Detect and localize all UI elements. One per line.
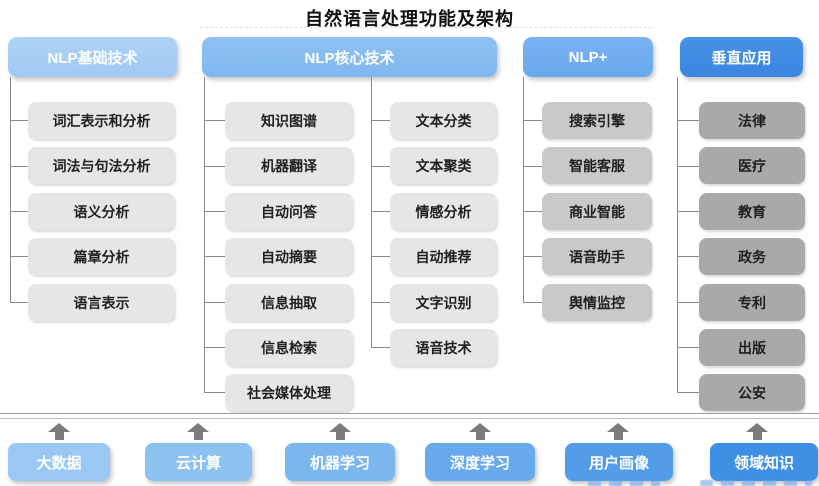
column-header-nlp-core: NLP核心技术 [202, 37, 497, 77]
tech-node: 商业智能 [542, 193, 652, 230]
connector-stub [204, 302, 225, 303]
connector-stub [523, 166, 542, 167]
tech-node: 文字识别 [390, 284, 497, 321]
tech-node: 智能客服 [542, 147, 652, 184]
application-node: 法律 [699, 102, 805, 139]
tech-node: 语音助手 [542, 238, 652, 275]
separator-line [0, 413, 819, 414]
connector-stub [10, 211, 28, 212]
connector-stub [371, 211, 390, 212]
tech-node: 文本聚类 [390, 147, 497, 184]
tech-node: 信息抽取 [225, 284, 353, 321]
connector-stub [10, 166, 28, 167]
connector-stub [204, 120, 225, 121]
faint-dashed-line [200, 27, 652, 28]
application-node: 出版 [699, 329, 805, 366]
tech-node: 语义分析 [28, 193, 175, 230]
tech-node: 语音技术 [390, 329, 497, 366]
connector-stub [371, 256, 390, 257]
tech-node: 语言表示 [28, 284, 175, 321]
connector-stub [677, 166, 699, 167]
tech-node: 篇章分析 [28, 238, 175, 275]
tech-node: 词汇表示和分析 [28, 102, 175, 139]
connector-stub [371, 120, 390, 121]
connector-stub [523, 211, 542, 212]
connector-stub [204, 211, 225, 212]
tech-node: 舆情监控 [542, 284, 652, 321]
connector-stub [371, 302, 390, 303]
tech-node: 社会媒体处理 [225, 374, 353, 411]
tech-node: 自动问答 [225, 193, 353, 230]
connector-stub [204, 347, 225, 348]
up-arrow-icon [607, 423, 629, 440]
connector-stub [677, 211, 699, 212]
watermark [700, 480, 812, 486]
watermark [588, 481, 660, 486]
connector-stub [371, 347, 390, 348]
connector-stub [371, 166, 390, 167]
up-arrow-icon [329, 423, 351, 440]
up-arrow-icon [187, 423, 209, 440]
connector-stub [10, 256, 28, 257]
foundation-node: 云计算 [145, 443, 252, 481]
tech-node: 文本分类 [390, 102, 497, 139]
connector-trunk [204, 77, 205, 392]
foundation-node: 深度学习 [425, 443, 535, 481]
connector-stub [677, 120, 699, 121]
application-node: 教育 [699, 193, 805, 230]
up-arrow-icon [469, 423, 491, 440]
column-header-vertical-apps: 垂直应用 [680, 37, 803, 77]
foundation-node: 机器学习 [285, 443, 395, 481]
foundation-node: 领域知识 [710, 443, 818, 481]
connector-trunk [371, 77, 372, 347]
application-node: 政务 [699, 238, 805, 275]
column-header-nlp-basic: NLP基础技术 [8, 37, 177, 77]
connector-stub [523, 120, 542, 121]
connector-trunk [10, 77, 11, 302]
tech-node: 词法与句法分析 [28, 147, 175, 184]
up-arrow-icon [746, 423, 768, 440]
connector-stub [677, 347, 699, 348]
tech-node: 信息检索 [225, 329, 353, 366]
connector-stub [204, 256, 225, 257]
connector-stub [677, 302, 699, 303]
connector-trunk [677, 77, 678, 392]
connector-stub [523, 302, 542, 303]
separator-line [0, 418, 819, 419]
tech-node: 自动推荐 [390, 238, 497, 275]
tech-node: 自动摘要 [225, 238, 353, 275]
connector-stub [204, 166, 225, 167]
column-header-nlp-plus: NLP+ [523, 37, 653, 77]
connector-stub [677, 256, 699, 257]
connector-trunk [523, 77, 524, 302]
tech-node: 知识图谱 [225, 102, 353, 139]
connector-stub [10, 120, 28, 121]
foundation-node: 大数据 [8, 443, 110, 481]
foundation-node: 用户画像 [565, 443, 673, 481]
tech-node: 搜索引擎 [542, 102, 652, 139]
connector-stub [677, 392, 699, 393]
connector-stub [523, 256, 542, 257]
application-node: 医疗 [699, 147, 805, 184]
up-arrow-icon [48, 423, 70, 440]
tech-node: 情感分析 [390, 193, 497, 230]
connector-stub [204, 392, 225, 393]
connector-stub [10, 302, 28, 303]
application-node: 专利 [699, 284, 805, 321]
application-node: 公安 [699, 374, 805, 411]
tech-node: 机器翻译 [225, 147, 353, 184]
diagram-title: 自然语言处理功能及架构 [305, 9, 514, 29]
